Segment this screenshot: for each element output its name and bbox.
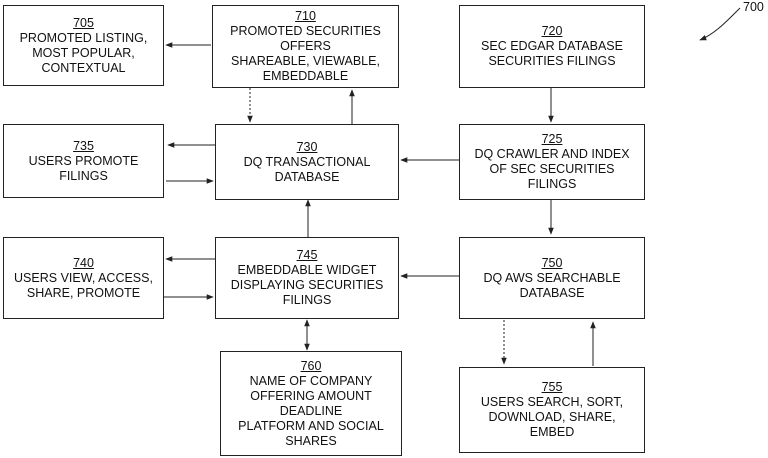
box-number: 720 (541, 24, 563, 38)
box-text-line: SEC EDGAR DATABASE (481, 39, 623, 53)
box-text-line: USERS VIEW, ACCESS, (14, 270, 153, 285)
box-text-line: NAME OF COMPANY (249, 373, 373, 388)
box-text-line: SHARES (285, 433, 337, 448)
box-number: 760 (300, 358, 322, 373)
box-number: 725 (541, 132, 563, 146)
box-number: 730 (296, 139, 318, 154)
box-number: 740 (73, 255, 94, 270)
box-text-line: DISPLAYING SECURITIES (230, 278, 384, 292)
box-text-line: DQ TRANSACTIONAL (243, 154, 371, 169)
box-number: 750 (541, 255, 563, 270)
box-text-line: DOWNLOAD, SHARE, (488, 410, 616, 424)
box-text-line: PROMOTED SECURITIES (230, 24, 381, 38)
box-text-line: DQ AWS SEARCHABLE (483, 270, 621, 285)
figure-reference-number: 700 (743, 0, 764, 14)
box-text-line: USERS SEARCH, SORT, (480, 395, 624, 409)
box-text-line: OFFERING AMOUNT (250, 388, 372, 403)
box-text-line: SECURITIES FILINGS (488, 54, 616, 68)
box-text-line: DEADLINE (279, 403, 343, 418)
box-text-line: EMBED (529, 425, 575, 439)
box-text-line: DQ CRAWLER AND INDEX (474, 147, 630, 161)
box-text-line: MOST POPULAR, (32, 45, 135, 60)
box-text-line: SHAREABLE, VIEWABLE, (231, 54, 380, 68)
figure-ref-arrow (699, 7, 741, 41)
box-text-line: EMBEDDABLE (262, 69, 349, 83)
box-text-line: SHARE, PROMOTE (26, 285, 141, 300)
box-text-line: FILINGS (59, 168, 108, 183)
box-text-line: OFFERS (280, 39, 331, 53)
box-number: 705 (73, 15, 94, 30)
box-text-line: OF SEC SECURITIES (489, 162, 615, 176)
box-text-line: DATABASE (274, 169, 340, 184)
box-text-line: FILINGS (282, 293, 332, 307)
box-number: 745 (296, 248, 318, 262)
box-text-line: EMBEDDABLE WIDGET (237, 263, 377, 277)
box-number: 710 (295, 9, 316, 23)
box-text-line: DATABASE (519, 285, 585, 300)
box-text-line: USERS PROMOTE (28, 153, 139, 168)
box-number: 735 (73, 138, 94, 153)
box-text-line: FILINGS (527, 177, 577, 191)
box-number: 755 (541, 380, 563, 394)
box-text-line: PROMOTED LISTING, (19, 30, 148, 45)
box-text-line: CONTEXTUAL (41, 60, 126, 75)
box-text-line: PLATFORM AND SOCIAL (238, 418, 384, 433)
